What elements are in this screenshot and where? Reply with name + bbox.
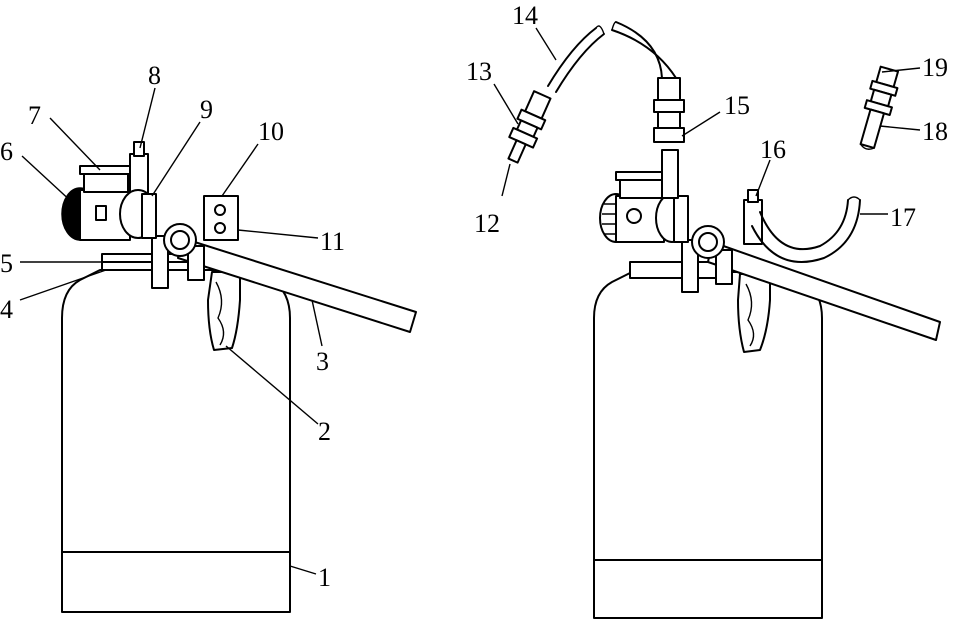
label-16: 16: [760, 135, 786, 164]
label-11: 11: [320, 227, 345, 256]
top-cap-rim-left: [79, 165, 133, 175]
hose-break-b: [611, 21, 617, 31]
coupling-body-right: [657, 111, 681, 129]
feed-tube-left: [207, 271, 241, 351]
label-14: 14: [512, 1, 538, 30]
label-1: 1: [318, 563, 331, 592]
label-18: 18: [922, 117, 948, 146]
label-13: 13: [466, 57, 492, 86]
feed-tube-texture-right: [745, 283, 755, 347]
feed-tube-texture-left: [215, 281, 225, 346]
return-hose-outer: [751, 199, 861, 263]
lever-bracket-b-left: [187, 245, 205, 281]
return-hose-inner: [759, 199, 849, 251]
riser-pipe-right: [661, 149, 679, 199]
label-3: 3: [316, 347, 329, 376]
detached-fitting-tube: [859, 108, 885, 149]
coupling-nut-lower-right: [653, 127, 685, 143]
hose-segment-a-edge: [555, 33, 605, 93]
leader-lines-left: [19, 87, 323, 575]
lever-bracket-a-left: [151, 235, 169, 289]
hose-segment-b: [615, 21, 663, 79]
canister-body-left: [61, 269, 291, 613]
feed-tube-right: [737, 273, 771, 353]
right-assembly: [507, 21, 941, 619]
pivot-inner-left: [170, 230, 190, 250]
valve-stem-left: [133, 141, 145, 157]
hose-end-fitting: [507, 90, 552, 164]
return-hose-break: [847, 196, 861, 201]
pivot-inner-right: [698, 232, 718, 252]
part-labels: 1 2 3 4 5 6 7 8 9 10 11 12 13 14 15 16 1…: [0, 1, 948, 592]
clamp-bolt-lower-left: [214, 222, 226, 234]
lever-bracket-b-right: [715, 249, 733, 285]
pump-collar-left: [141, 193, 157, 239]
label-5: 5: [0, 249, 13, 278]
label-12: 12: [474, 209, 500, 238]
base-plate-right: [629, 261, 725, 279]
motor-terminal-right: [626, 208, 642, 224]
left-assembly: [61, 141, 417, 613]
label-19: 19: [922, 53, 948, 82]
clamp-block-left: [203, 195, 239, 241]
label-4: 4: [0, 295, 13, 324]
detached-fitting-break: [859, 143, 875, 150]
return-bracket-cap: [747, 189, 759, 203]
label-7: 7: [28, 101, 41, 130]
hose-break-a: [595, 25, 605, 35]
label-15: 15: [724, 91, 750, 120]
label-10: 10: [258, 117, 284, 146]
motor-terminal-left: [95, 205, 107, 221]
pump-collar-right: [673, 195, 689, 243]
label-6: 6: [0, 137, 13, 166]
clamp-bolt-upper-left: [214, 204, 226, 216]
label-9: 9: [200, 95, 213, 124]
label-2: 2: [318, 417, 331, 446]
hose-ferrule-right: [657, 77, 681, 101]
lever-bracket-a-right: [681, 239, 699, 293]
detached-fitting: [859, 65, 900, 150]
canister-body-right: [593, 271, 823, 619]
top-cap-rim-right: [615, 171, 669, 181]
hose-end-nozzle: [507, 139, 527, 164]
leader-lines-right: [493, 27, 921, 215]
label-8: 8: [148, 61, 161, 90]
label-17: 17: [890, 203, 916, 232]
hose-segment-b-edge: [611, 29, 677, 79]
coupling-nut-upper-right: [653, 99, 685, 113]
hose-segment-a: [547, 27, 597, 87]
